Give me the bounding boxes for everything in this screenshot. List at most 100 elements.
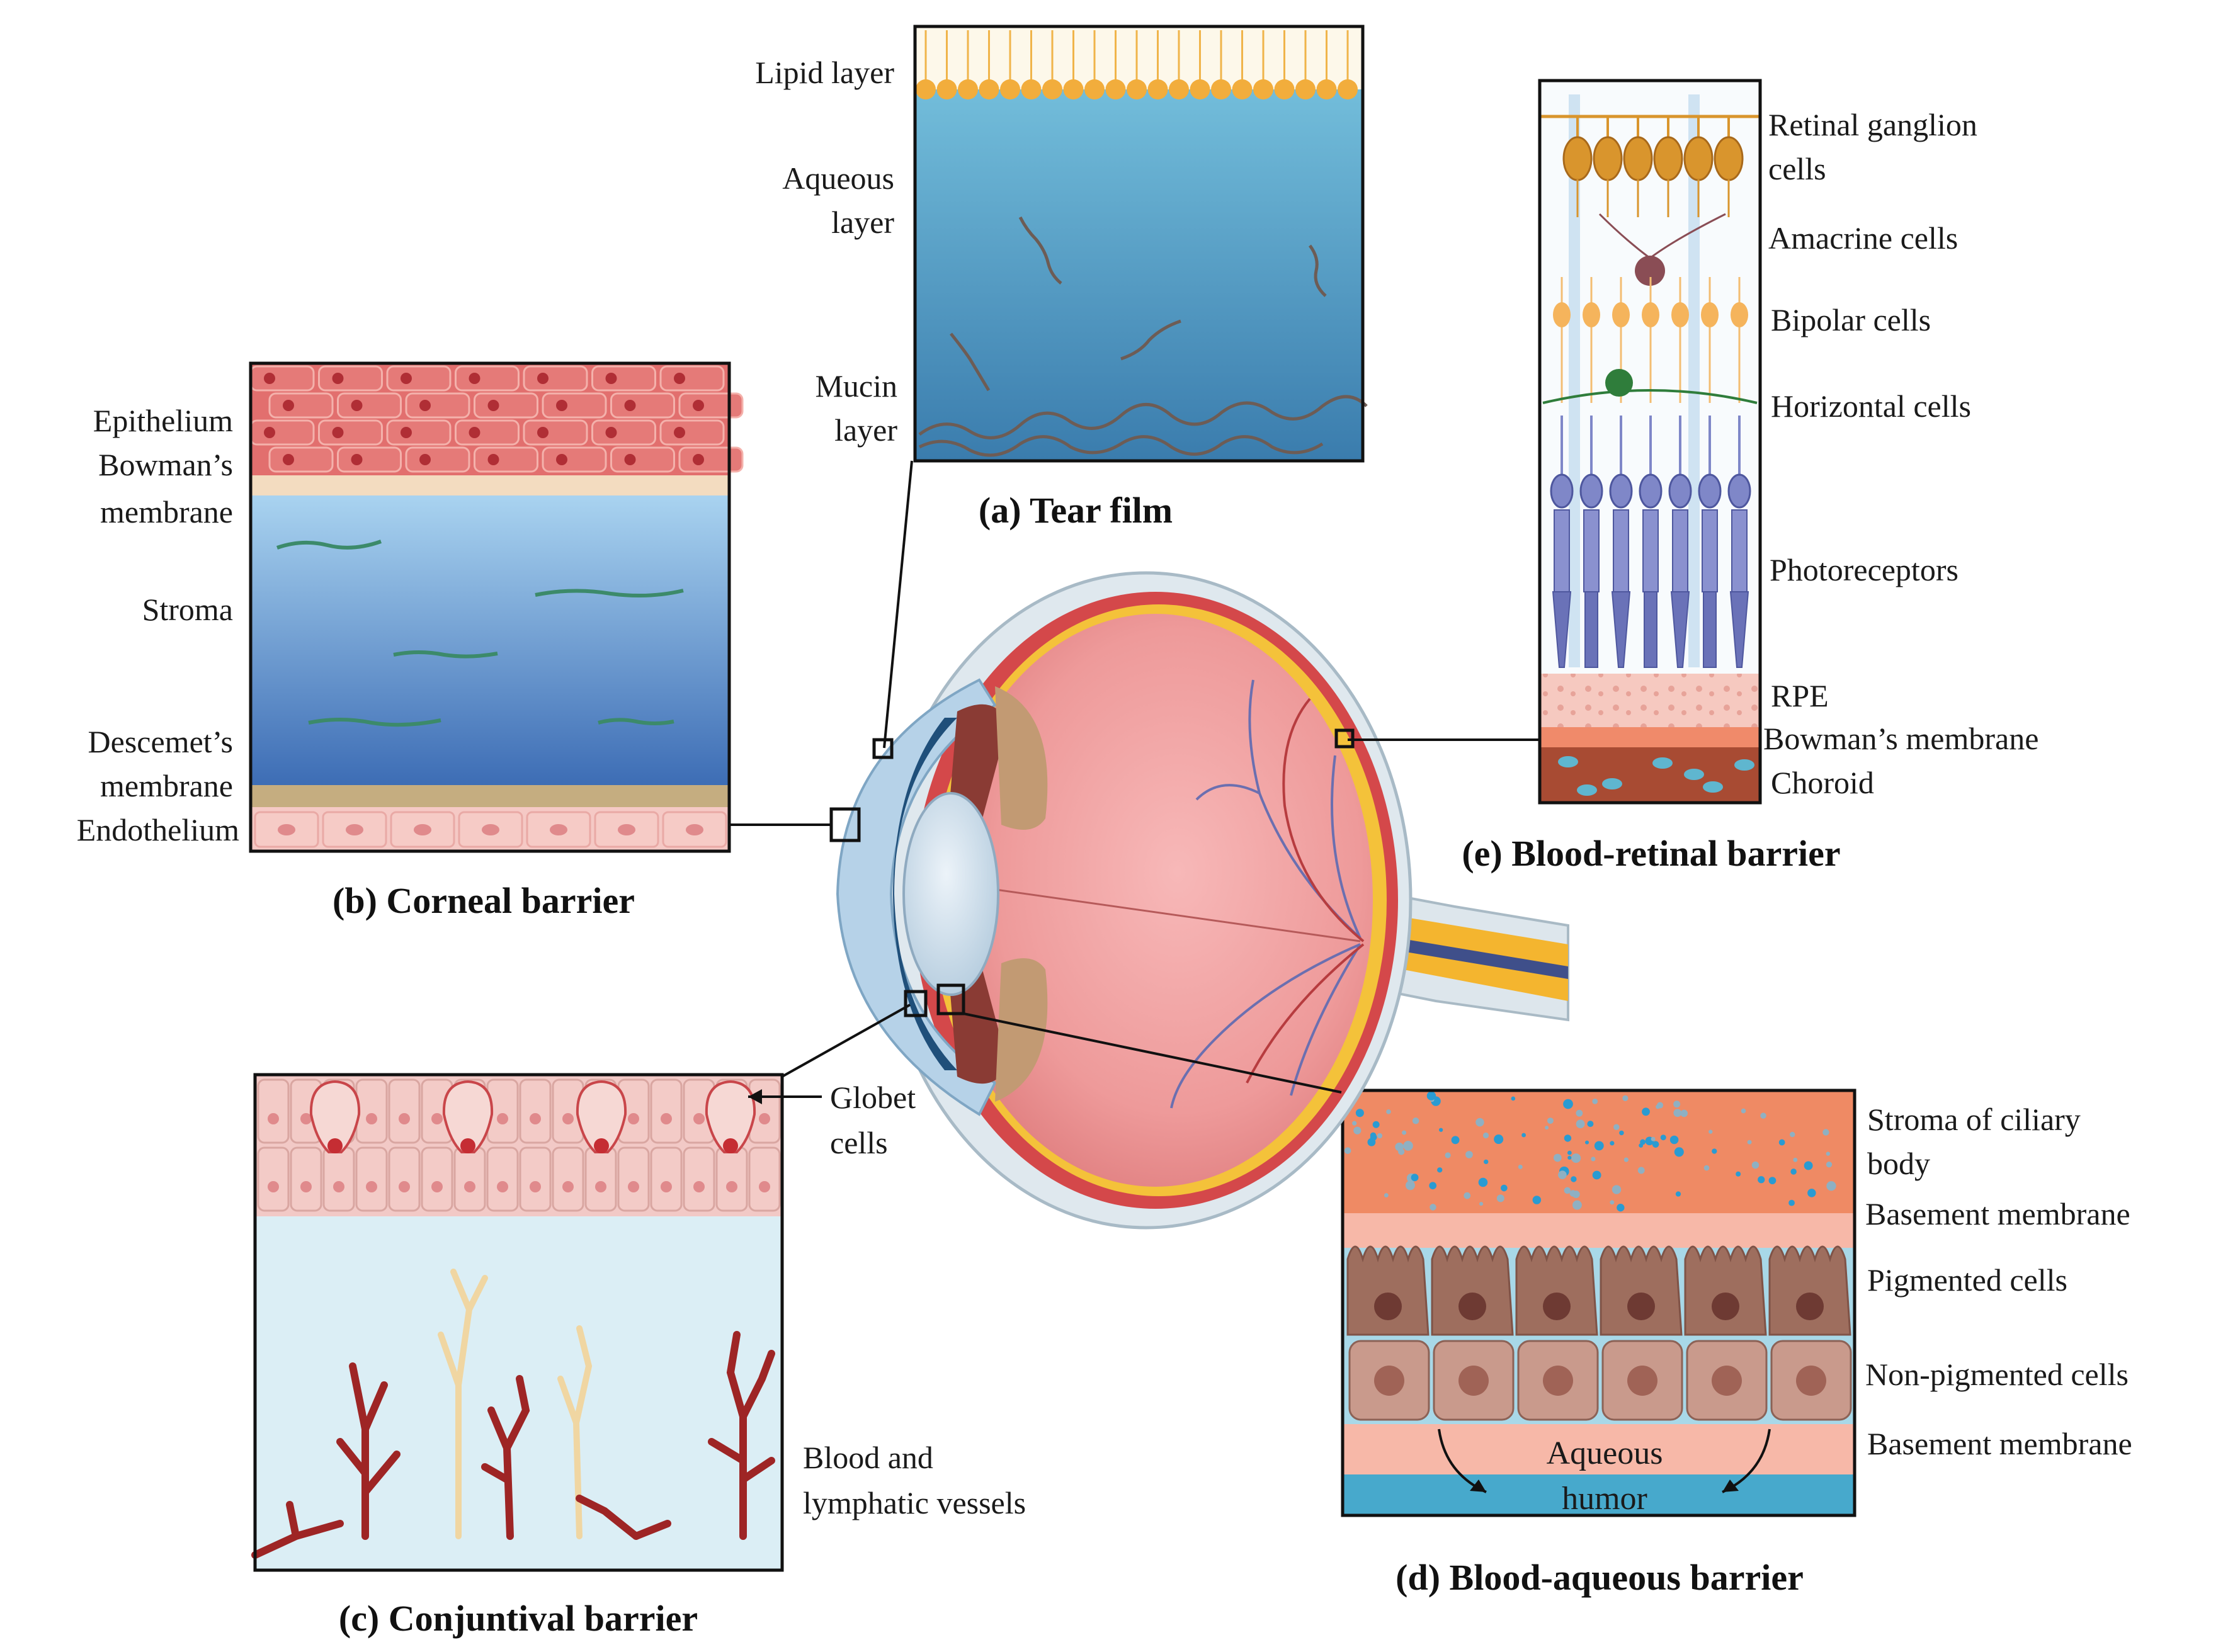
stroma-dot: [1563, 1099, 1573, 1109]
stroma-dot: [1652, 1141, 1659, 1148]
bruchs-membrane-layer: [1540, 727, 1760, 747]
conjunctival-cell: [355, 1078, 388, 1144]
photoreceptor-inner-segment: [1583, 509, 1600, 592]
epithelial-cell: [659, 365, 725, 392]
callout-leaders: [729, 460, 1540, 1094]
epithelial-cell: [249, 419, 315, 446]
lipid-head: [1316, 79, 1337, 99]
conjunctival-nucleus: [300, 1113, 312, 1124]
caption-tear-film: (a) Tear film: [979, 490, 1173, 531]
conjunctival-nucleus: [399, 1181, 410, 1192]
conjunctival-nucleus: [726, 1181, 737, 1192]
label-aqueous: Aqueous: [782, 161, 894, 196]
epithelial-nucleus: [537, 373, 549, 384]
stroma-dot: [1547, 1117, 1554, 1124]
caption-corneal-barrier: (b) Corneal barrier: [333, 880, 635, 921]
pigmented-cell: [1346, 1245, 1430, 1336]
label-bowmans: Bowman’s: [98, 447, 233, 482]
cone-outer-segment: [1552, 591, 1572, 668]
globet-arrowhead: [748, 1089, 762, 1104]
stroma-dot: [1494, 1134, 1504, 1145]
stroma-dot: [1558, 1170, 1567, 1179]
choroid-cell: [1684, 769, 1704, 780]
conjunctival-nucleus: [693, 1113, 705, 1124]
stroma-dot: [1790, 1168, 1797, 1175]
pigmented-cell: [1684, 1245, 1767, 1336]
horizontal-cells: [1542, 369, 1758, 404]
stroma-dot: [1591, 1157, 1596, 1162]
lipid-head: [1211, 79, 1231, 99]
lipid-head: [1338, 79, 1358, 99]
conjunctival-nucleus: [366, 1113, 377, 1124]
epithelial-cell: [474, 446, 538, 473]
epithelial-cell: [542, 446, 607, 473]
conjunctival-cell: [650, 1078, 683, 1144]
amacrine-process: [1598, 213, 1726, 259]
pigmented-cell: [1431, 1245, 1514, 1336]
stroma-dot: [1793, 1157, 1798, 1162]
stroma-dot: [1571, 1153, 1581, 1163]
choroid-layer: [1540, 747, 1760, 803]
stroma-dot: [1532, 1196, 1542, 1204]
stroma-dot: [1405, 1180, 1415, 1191]
conjunctival-nucleus: [497, 1113, 508, 1124]
label-bipolar-cells: Bipolar cells: [1771, 302, 1931, 337]
epithelial-cell: [591, 365, 656, 392]
photoreceptor-inner-segment: [1642, 509, 1659, 592]
label-horizontal-cells: Horizontal cells: [1771, 388, 1971, 424]
conjunctival-nucleus: [530, 1181, 541, 1192]
stroma-dot: [1553, 1153, 1562, 1162]
stroma-dot: [1438, 1128, 1443, 1132]
pigmented-nucleus: [1627, 1293, 1655, 1320]
ciliary-stroma-dots: [1344, 1091, 1836, 1212]
lipid-layer: [916, 30, 1358, 99]
photoreceptor-inner-segment: [1731, 509, 1748, 592]
stroma-dot: [1612, 1185, 1622, 1194]
cone-outer-segment: [1729, 591, 1749, 668]
label-choroid: Choroid: [1771, 765, 1874, 800]
flow-arrowhead-right: [1722, 1479, 1739, 1492]
lipid-head: [1000, 79, 1020, 99]
stroma-dot: [1804, 1161, 1813, 1170]
mucin-strands: [918, 216, 1368, 457]
epithelial-cell: [386, 365, 452, 392]
stroma-dot: [1826, 1161, 1833, 1168]
conjunctival-nucleus: [431, 1113, 443, 1124]
goblet-cell: [442, 1080, 494, 1153]
label-basement-membrane-2: Basement membrane: [1867, 1426, 2132, 1461]
pigmented-cell: [1768, 1245, 1851, 1336]
stroma-dot: [1680, 1109, 1688, 1117]
stroma-dot: [1411, 1174, 1419, 1182]
goblet-cell: [309, 1080, 361, 1153]
stroma-dot: [1826, 1181, 1836, 1191]
epithelial-cell: [268, 446, 334, 473]
conjunctival-nucleus: [366, 1181, 377, 1192]
stroma-dot: [1660, 1134, 1666, 1141]
rod-outer-segment: [1703, 591, 1717, 668]
label-bowmans-membrane: membrane: [100, 494, 233, 529]
conjunctival-cell: [388, 1146, 421, 1212]
photoreceptor-inner-segment: [1554, 509, 1570, 592]
callout-box-blood-retinal: [1334, 728, 1355, 749]
stroma-dot: [1564, 1187, 1571, 1194]
epithelial-nucleus: [693, 400, 704, 411]
blood-aqueous-panel: Aqueous humor Stroma of ciliary body Bas…: [1341, 1089, 2132, 1598]
stroma-dot: [1402, 1130, 1407, 1135]
bipolar-soma: [1731, 302, 1748, 327]
epithelial-cell: [542, 392, 607, 419]
epithelial-nucleus: [419, 400, 431, 411]
epithelial-nucleus: [351, 454, 363, 465]
epithelial-cell: [474, 392, 538, 419]
amacrine-cells: [1598, 213, 1726, 286]
conjunctival-cell: [290, 1146, 322, 1212]
lipid-head: [1147, 79, 1168, 99]
stroma-dot: [1619, 1130, 1624, 1136]
bowmans-membrane-layer: [251, 475, 729, 495]
epithelial-cell: [678, 446, 744, 473]
stroma-dot: [1518, 1165, 1523, 1169]
rod-outer-segment: [1584, 591, 1598, 668]
conjunctival-cell: [322, 1146, 355, 1212]
label-stroma-ciliary-body: body: [1867, 1146, 1930, 1181]
stroma-dot: [1395, 1142, 1404, 1151]
